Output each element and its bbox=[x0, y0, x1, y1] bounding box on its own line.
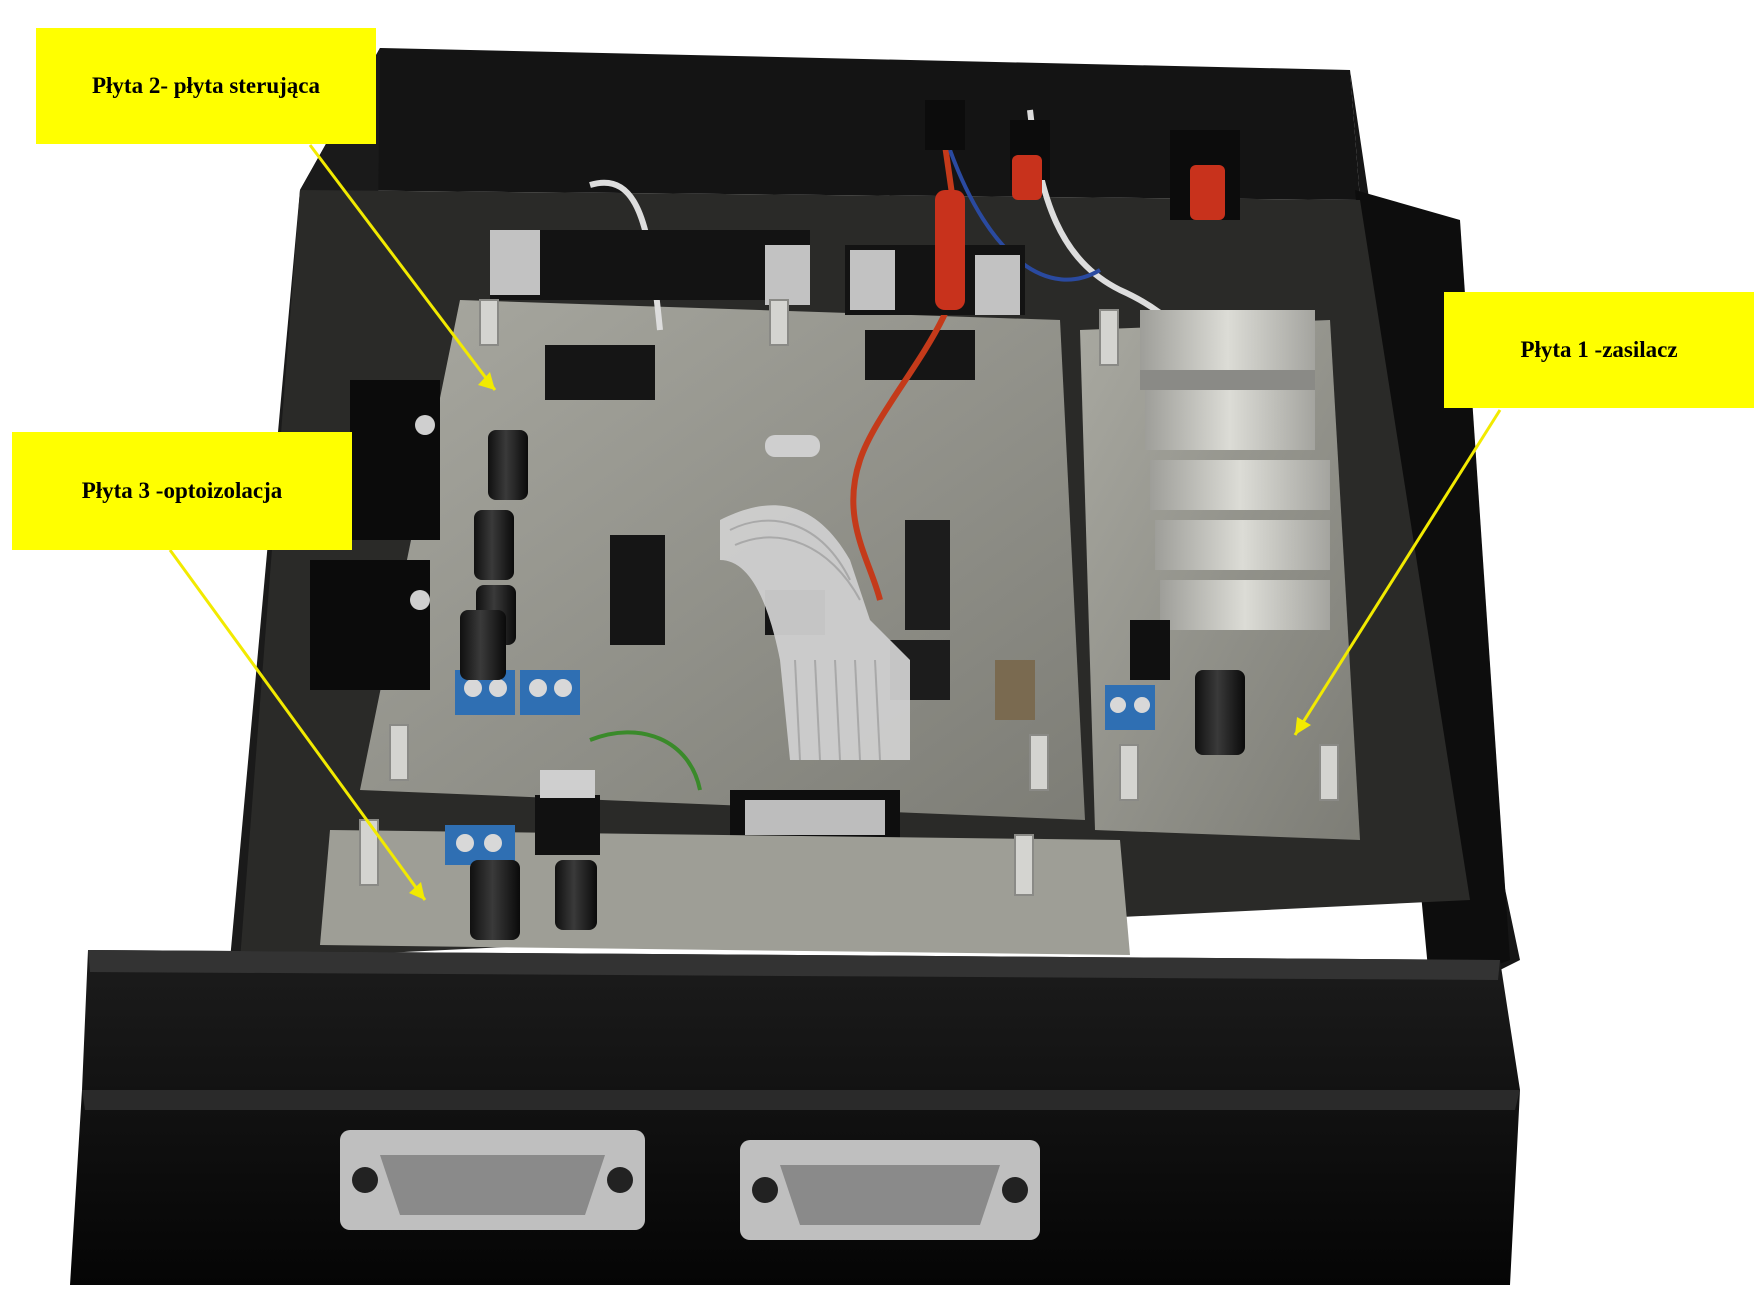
label-board-2: Płyta 2- płyta sterująca bbox=[36, 28, 376, 144]
capacitor-icon bbox=[1195, 670, 1245, 755]
arrow-board-2 bbox=[308, 144, 497, 391]
capacitor-icon bbox=[470, 860, 597, 940]
label-board-3: Płyta 3 -optoizolacja bbox=[12, 432, 352, 550]
label-board-1: Płyta 1 -zasilacz bbox=[1444, 292, 1754, 408]
terminal-block bbox=[455, 670, 580, 715]
arrow-board-1 bbox=[1293, 409, 1502, 736]
db15-connector-icon bbox=[340, 1130, 645, 1230]
terminal-block bbox=[1105, 685, 1155, 730]
control-board bbox=[360, 109, 1226, 895]
db15-connector-icon bbox=[740, 1140, 1040, 1240]
callout-arrows bbox=[168, 144, 1502, 901]
arrow-board-3 bbox=[168, 549, 427, 901]
capacitor-icon bbox=[460, 430, 528, 680]
opto-isolation-board bbox=[320, 770, 1130, 955]
heatsink bbox=[1140, 310, 1330, 630]
rear-jacks bbox=[925, 100, 1240, 310]
power-transistors bbox=[310, 380, 440, 690]
power-supply-board bbox=[1080, 310, 1360, 840]
standoff-screws bbox=[359, 299, 1339, 896]
